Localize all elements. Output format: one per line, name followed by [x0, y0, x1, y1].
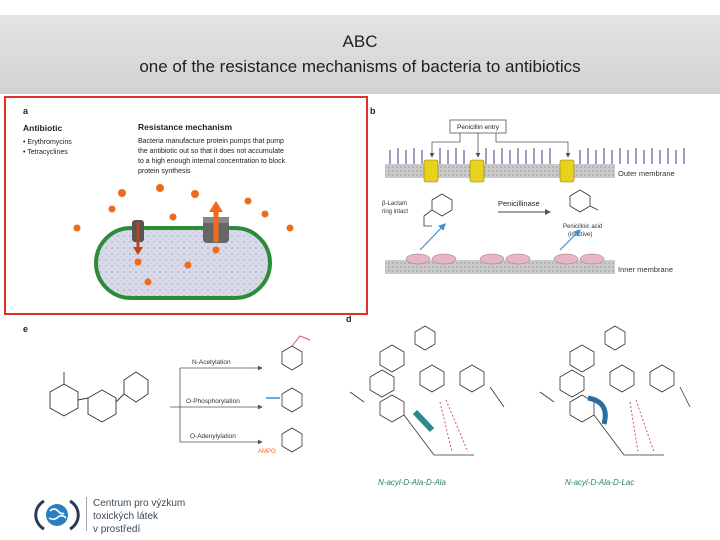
label-d-ala-d-ala: N-acyl-D-Ala-D-Ala: [378, 478, 447, 487]
mechanism-heading: Resistance mechanism: [138, 122, 232, 132]
slide-header: [0, 15, 720, 94]
panel-e: e N-Acetylation O-Phosphorylation O-Aden…: [23, 324, 311, 455]
logo-line-2: toxických látek: [93, 511, 159, 522]
protein-pump-small: [132, 220, 144, 255]
vancomycin-right: [539, 325, 691, 456]
label-d-ala-d-lac: N-acyl-D-Ala-D-Lac: [565, 478, 634, 487]
figure-svg: a Antibiotic • Erythromycins • Tetracycl…: [23, 106, 691, 487]
panel-b-letter: b: [370, 106, 376, 116]
modified-structures: [281, 345, 303, 453]
mechanism-line-2: the antibiotic out so that it does not a…: [138, 148, 284, 155]
n-acetylation-label: N-Acetylation: [192, 359, 231, 366]
porins: [423, 159, 575, 183]
mechanism-line-4: protein synthesis: [138, 168, 191, 175]
slide-subtitle: one of the resistance mechanisms of bact…: [139, 57, 581, 76]
panel-d: d N-acyl-D-Ala-D-Ala N-acyl-D-Ala-D-Lac: [346, 314, 691, 487]
antibiotic-item-1: • Erythromycins: [23, 139, 72, 146]
aminoglycoside-structure: [49, 371, 149, 423]
recetox-logo-icon: [34, 499, 80, 531]
logo-divider: [86, 497, 87, 531]
panel-a: a Antibiotic • Erythromycins • Tetracycl…: [23, 106, 294, 300]
panel-e-letter: e: [23, 324, 28, 334]
beta-lactam-label-2: ring intact: [382, 209, 408, 215]
membrane-proteins: [405, 253, 605, 265]
o-adenylylation-label: O-Adenylylation: [190, 433, 236, 440]
panel-d-letter: d: [346, 314, 352, 324]
logo-line-3: v prostředí: [93, 524, 141, 535]
penicilloic-label-1: Penicilloic acid: [563, 224, 602, 230]
outer-membrane-label: Outer membrane: [618, 169, 675, 178]
penicilloic-structure: [569, 189, 599, 213]
lps-layer: [389, 148, 685, 164]
penicilloic-label-2: (inactive): [568, 232, 592, 238]
highlight-box-panel-a: [4, 96, 368, 315]
inner-membrane-label: Inner membrane: [618, 265, 673, 274]
o-phosphorylation-label: O-Phosphorylation: [186, 398, 240, 405]
antibiotic-heading: Antibiotic: [23, 123, 62, 133]
panel-a-letter: a: [23, 106, 29, 116]
antibiotic-particles: [73, 184, 294, 286]
logo-text: Centrum pro výzkum toxických látek v pro…: [93, 497, 185, 536]
mechanism-line-1: Bacteria manufacture protein pumps that …: [138, 138, 284, 145]
repulsion-arrow-right: [587, 395, 608, 425]
beta-lactam-label-1: β-Lactam: [382, 201, 407, 207]
protein-pump-large: [203, 201, 229, 243]
ampo-label: AMPO: [258, 449, 276, 455]
antibiotic-item-2: • Tetracyclines: [23, 149, 68, 156]
outer-membrane-band: [385, 164, 615, 178]
beta-lactam-structure: [423, 193, 453, 227]
slide-title: ABC: [342, 32, 378, 51]
penicillin-entry-label: Penicillin entry: [457, 124, 500, 131]
vancomycin-left: [349, 325, 505, 456]
mechanism-line-3: to a high enough internal concentration …: [138, 158, 286, 165]
penicillinase-label: Penicillinase: [498, 199, 540, 208]
logo-line-1: Centrum pro výzkum: [93, 498, 186, 509]
resistance-figure: a Antibiotic • Erythromycins • Tetracycl…: [20, 102, 698, 494]
panel-b: b Penicillin entry Outer membrane β-Lact…: [370, 106, 685, 274]
binding-arrow-left: [412, 409, 435, 433]
